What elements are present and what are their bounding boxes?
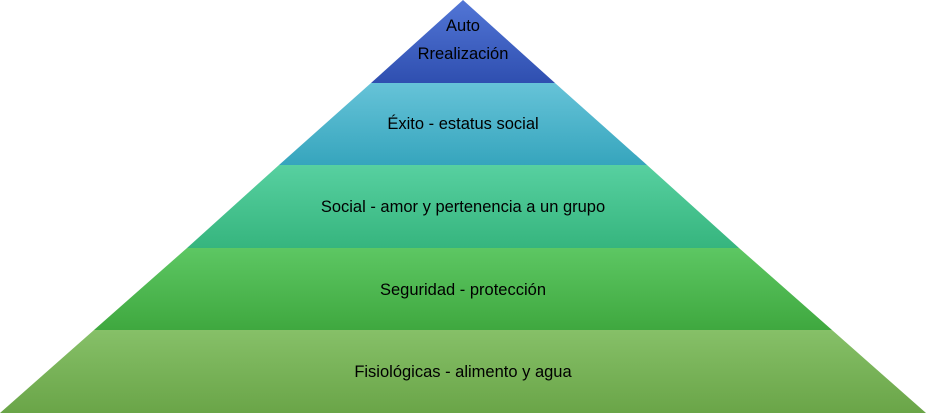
pyramid-level-self-actualization: Auto Rrealización [371, 0, 555, 83]
pyramid-level-esteem: Éxito - estatus social [279, 83, 647, 165]
level-label-line-1: Auto [446, 17, 480, 35]
pyramid-level-social: Social - amor y pertenencia a un grupo [187, 165, 739, 248]
pyramid-level-physiological: Fisiológicas - alimento y agua [0, 330, 926, 413]
level-label: Éxito - estatus social [387, 114, 538, 133]
pyramid-level-safety: Seguridad - protección [94, 248, 832, 330]
level-label: Seguridad - protección [380, 281, 546, 299]
level-label: Fisiológicas - alimento y agua [354, 363, 572, 381]
level-label-line-2: Rrealización [418, 45, 509, 63]
level-label: Social - amor y pertenencia a un grupo [321, 198, 605, 216]
